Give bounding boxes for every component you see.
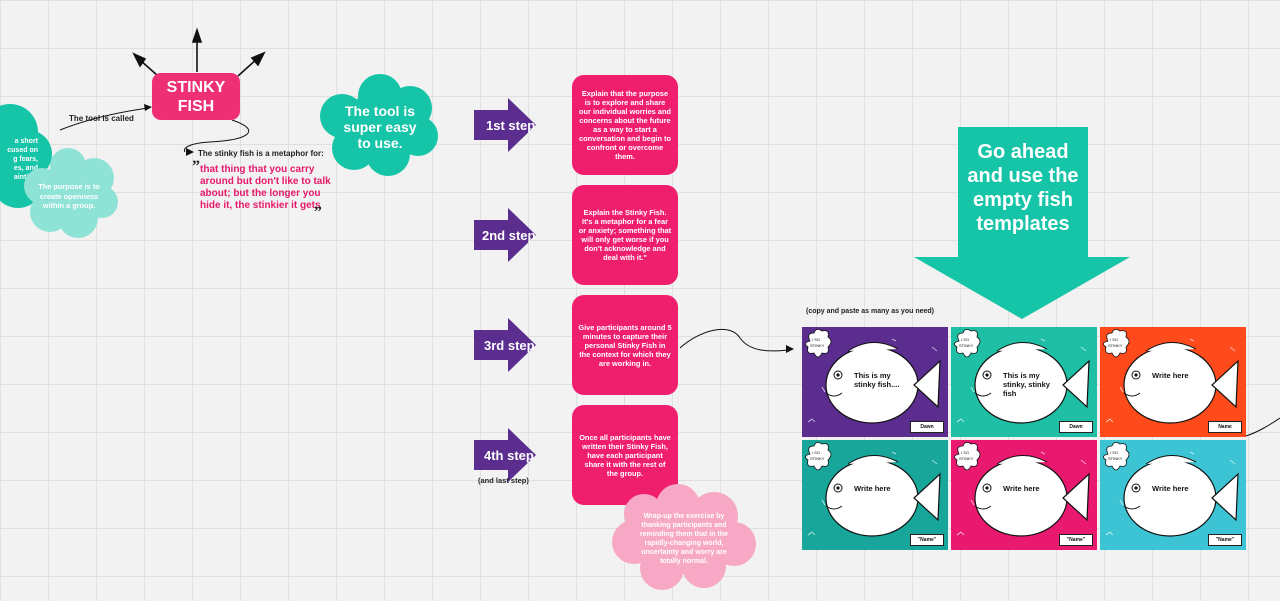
step-4-arrow	[474, 428, 536, 482]
svg-text:STINKY: STINKY	[1108, 343, 1123, 348]
svg-text:STINKY: STINKY	[959, 456, 974, 461]
svg-text:I SO: I SO	[1110, 450, 1118, 455]
template-name-tag[interactable]: "Name"	[910, 534, 944, 546]
tool-called-label: The tool is called	[69, 114, 134, 123]
template-name-tag[interactable]: "Name"	[1208, 534, 1242, 546]
step-1-arrow	[474, 98, 536, 152]
purpose-cloud	[24, 148, 118, 238]
template-text[interactable]: This is my stinky, stinky fish	[1003, 371, 1050, 398]
template-text[interactable]: Write here	[1152, 484, 1189, 493]
step-4-label: 4th step	[484, 448, 534, 463]
svg-text:STINKY: STINKY	[959, 343, 974, 348]
step-3-arrow	[474, 318, 536, 372]
svg-text:I SO: I SO	[812, 337, 820, 342]
svg-text:I SO: I SO	[961, 337, 969, 342]
metaphor-label: The stinky fish is a metaphor for:	[198, 149, 324, 158]
svg-text:I SO: I SO	[961, 450, 969, 455]
go-ahead-arrow	[914, 127, 1130, 319]
wrapup-cloud-text: Wrap-up the exercise by thanking partici…	[640, 513, 728, 565]
copy-note: (copy and paste as many as you need)	[806, 308, 934, 315]
svg-text:I SO: I SO	[812, 450, 820, 455]
template-text[interactable]: Write here	[1152, 371, 1189, 380]
template-text[interactable]: This is my stinky fish....	[854, 371, 900, 389]
template-name-tag[interactable]: "Name"	[1059, 534, 1093, 546]
step-3-label: 3rd step	[484, 338, 535, 353]
svg-text:STINKY: STINKY	[1108, 456, 1123, 461]
step-1-box: Explain that the purpose is to explore a…	[572, 75, 678, 175]
go-ahead-text: Go ahead and use the empty fish template…	[967, 141, 1079, 235]
template-text[interactable]: Write here	[854, 484, 891, 493]
quote-close-mark: „	[314, 196, 322, 213]
step-2-arrow	[474, 208, 536, 262]
svg-text:STINKY: STINKY	[810, 343, 825, 348]
step-3-box: Give participants around 5 minutes to ca…	[572, 295, 678, 395]
left-cloud-text: a short cused on g fears, es, and aintie…	[7, 138, 38, 181]
quote-open-mark: ”	[192, 158, 200, 175]
step-2-box: Explain the Stinky Fish. It's a metaphor…	[572, 185, 678, 285]
step-4-box: Once all participants have written their…	[572, 405, 678, 505]
metaphor-quote: that thing that you carry around but don…	[200, 164, 331, 211]
template-name-tag[interactable]: Dawn	[1059, 421, 1093, 433]
template-text[interactable]: Write here	[1003, 484, 1040, 493]
step-2-label: 2nd step	[482, 228, 536, 243]
stinky-fish-title: STINKY FISH	[152, 73, 240, 120]
svg-text:I SO: I SO	[1110, 337, 1118, 342]
step-1-label: 1st step	[486, 118, 536, 133]
easy-cloud-text: The tool is super easy to use.	[343, 103, 417, 151]
purpose-cloud-text: The purpose is to create openness within…	[38, 182, 100, 210]
svg-text:STINKY: STINKY	[810, 456, 825, 461]
easy-cloud	[320, 74, 438, 176]
template-name-tag[interactable]: Dawn	[910, 421, 944, 433]
template-name-tag[interactable]: Name	[1208, 421, 1242, 433]
wrapup-cloud	[612, 484, 756, 590]
last-step-note: (and last step)	[478, 476, 529, 485]
